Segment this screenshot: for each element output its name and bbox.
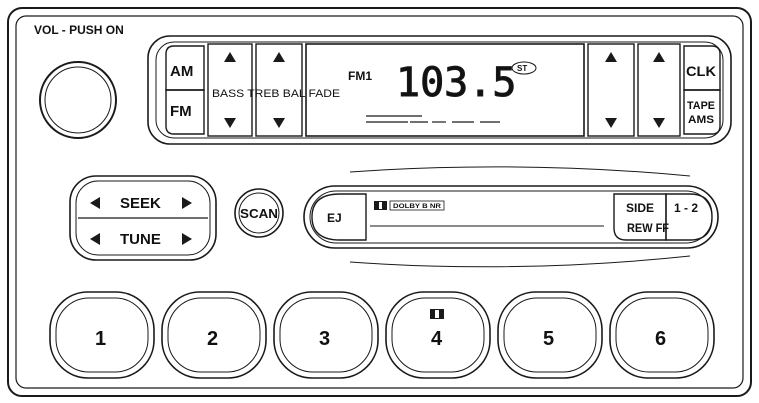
one-two-label: 1 - 2 [674,201,698,215]
tone-label: BASS TREB BAL FADE [212,88,340,100]
upper-panel-inner [155,41,724,139]
tone-1-up-icon [224,52,236,62]
preset-label-6: 6 [655,328,666,350]
tone-2-down-icon [273,118,285,128]
dolby-logo: DOLBY B NR [374,200,445,211]
right-2-down-icon [653,118,665,128]
display-window [305,43,585,137]
tone-rocker-2[interactable] [255,43,303,137]
right-1-up-icon [605,52,617,62]
upper-panel [147,35,732,145]
dolby-label: DOLBY B NR [393,204,442,210]
preset-label-3: 3 [319,328,330,350]
display-frequency: 103.5 [396,60,516,106]
tune-label: TUNE [120,231,161,248]
stereo-badge-label: ST [517,64,527,73]
faceplate-inner [15,15,744,389]
one-two-button[interactable]: 1 - 2 [665,193,713,241]
right-1-down-icon [605,118,617,128]
tape-ams-button[interactable]: TAPE AMS [683,89,721,135]
preset-label-2: 2 [207,328,218,350]
eject-button[interactable]: EJ [311,193,367,241]
display-band: FM1 [348,69,372,83]
side-rew-ff-button[interactable]: SIDE REW FF [613,193,669,241]
volume-knob[interactable] [39,61,117,139]
scan-label: SCAN [240,206,278,221]
tape-ams-label-2: AMS [688,114,714,126]
preset-button-1[interactable]: 1 [49,291,155,379]
cassette-deck [303,166,719,268]
preset-label-4: 4 [431,328,443,350]
preset-button-3[interactable]: 3 [273,291,379,379]
preset-label-5: 5 [543,328,554,350]
fm-button-label: FM [170,103,192,120]
fm-button[interactable]: FM [165,89,205,135]
volume-label: VOL - PUSH ON [34,23,124,37]
faceplate-outer [7,7,752,397]
preset-button-6[interactable]: 6 [609,291,715,379]
tune-button[interactable]: TUNE [90,231,192,248]
preset-button-4[interactable]: 4 [385,291,491,379]
am-button-label: AM [170,63,193,80]
tone-1-down-icon [224,118,236,128]
display-segments [366,115,500,123]
preset-button-5[interactable]: 5 [497,291,603,379]
tune-right-icon [182,233,192,245]
seek-rocker-right-1[interactable] [587,43,635,137]
tape-ams-label-1: TAPE [687,100,715,112]
seek-tune-control [69,175,217,261]
side-label: SIDE [626,201,654,215]
tune-left-icon [90,233,100,245]
tone-rocker-1[interactable] [207,43,253,137]
scan-button[interactable]: SCAN [234,188,284,238]
clock-button-label: CLK [686,63,716,79]
seek-label: SEEK [120,195,161,212]
preset-label-1: 1 [95,328,106,350]
clock-button[interactable]: CLK [683,45,721,91]
seek-rocker-right-2[interactable] [637,43,681,137]
stereo-badge: ST [511,61,537,75]
seek-right-icon [182,197,192,209]
tone-2-up-icon [273,52,285,62]
rew-ff-label: REW FF [627,221,669,235]
eject-label: EJ [327,211,342,225]
right-2-up-icon [653,52,665,62]
am-button[interactable]: AM [165,45,205,91]
seek-button[interactable]: SEEK [90,195,192,212]
preset-button-2[interactable]: 2 [161,291,267,379]
seek-left-icon [90,197,100,209]
